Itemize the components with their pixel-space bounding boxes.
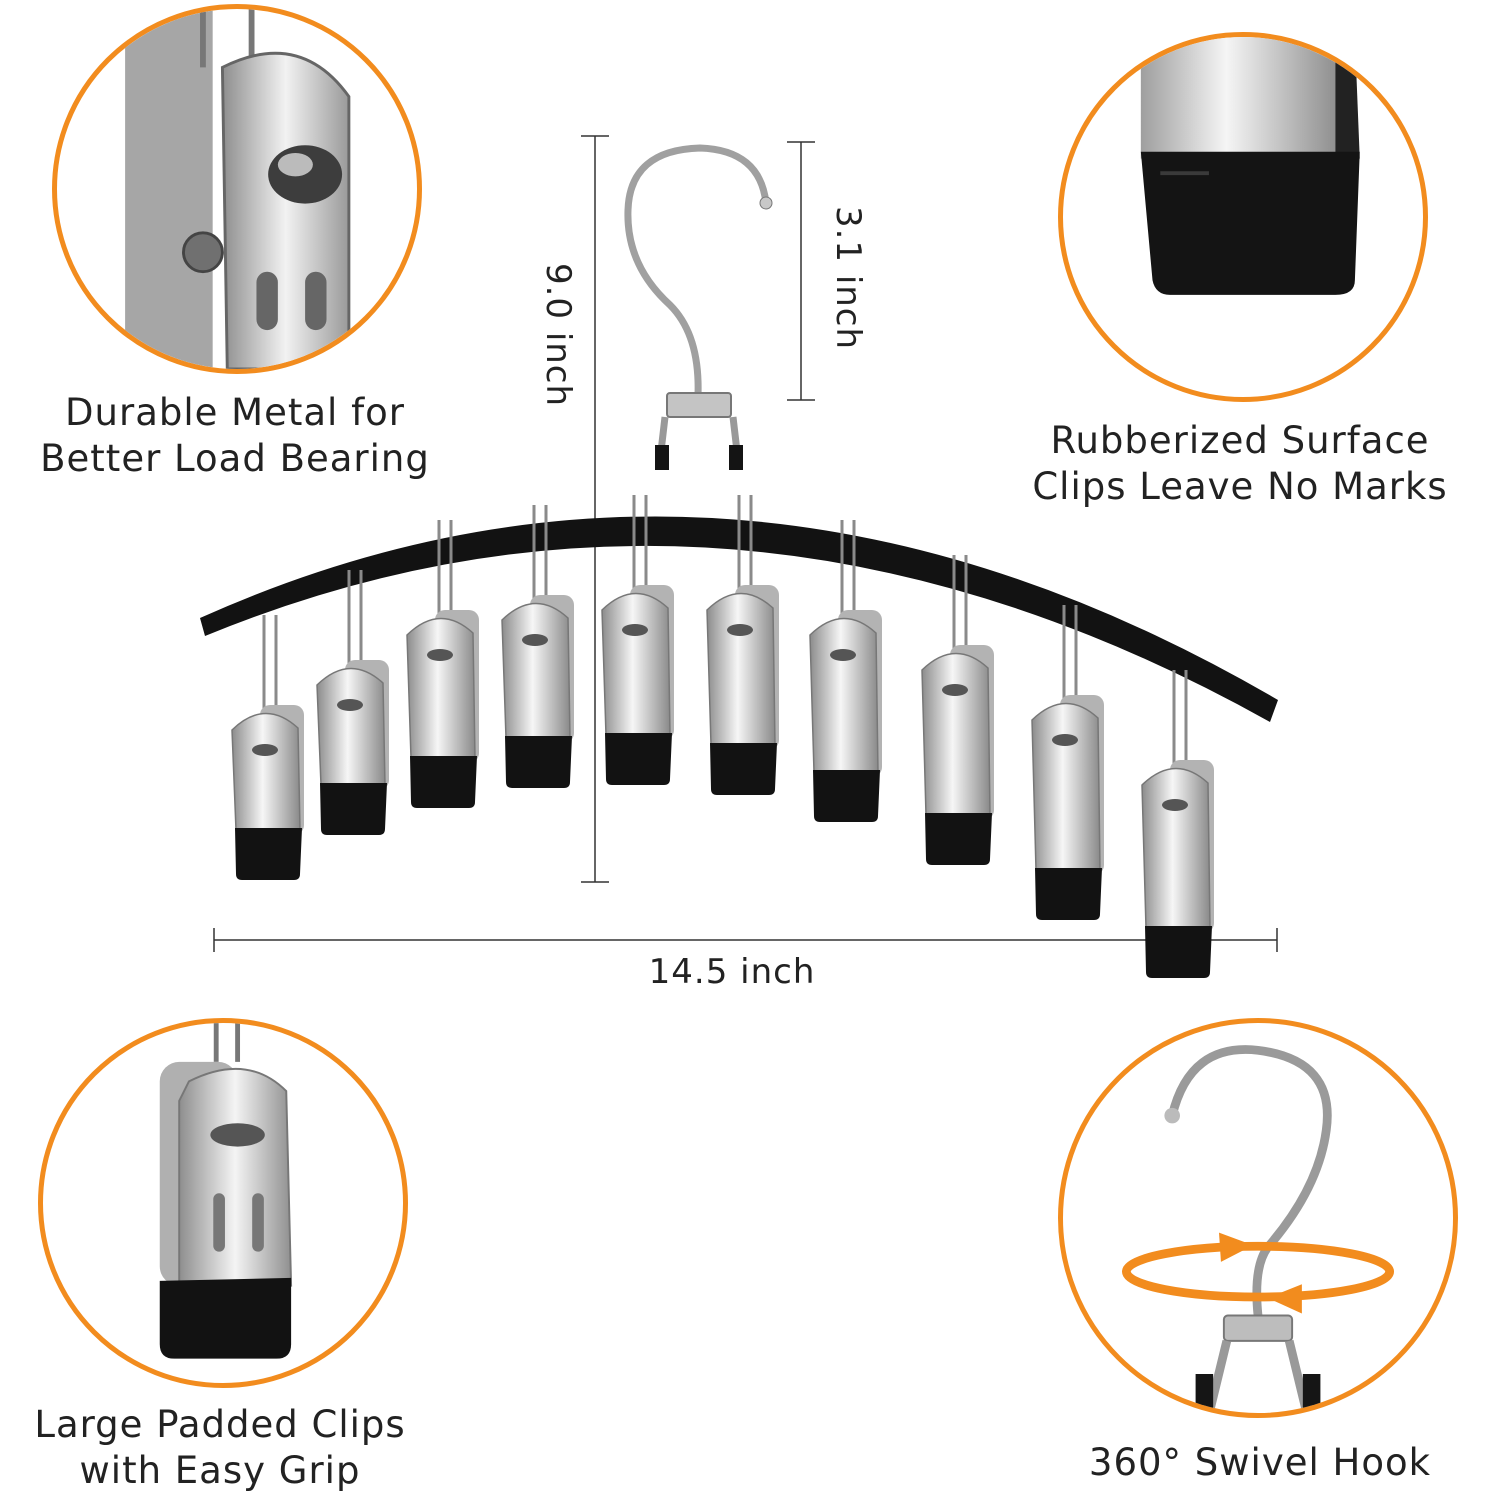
clip-9 <box>1031 605 1104 920</box>
rubber-caption-line1: Rubberized Surface <box>1050 419 1430 462</box>
clip-group <box>231 495 1214 978</box>
clip-7 <box>809 520 882 822</box>
metal-caption-line1: Durable Metal for <box>65 391 405 434</box>
metal-caption-line2: Better Load Bearing <box>40 437 430 480</box>
width-dimension-line <box>213 928 1278 952</box>
metal-clip-circle <box>52 4 422 374</box>
swivel-hook-circle <box>1058 1018 1458 1418</box>
height-label: 9.0 inch <box>538 262 578 408</box>
swivel-caption-line1: 360° Swivel Hook <box>1088 1441 1432 1484</box>
rubber-tip-icon <box>1140 37 1360 295</box>
hanger-hook <box>624 144 773 470</box>
clip-1 <box>231 615 304 880</box>
clip-3 <box>406 520 479 808</box>
swivel-caption: 360° Swivel Hook <box>1040 1440 1480 1486</box>
hook-dimension-line <box>787 141 815 401</box>
rubber-tip-circle <box>1058 32 1428 402</box>
hanger-frame <box>200 516 1278 722</box>
width-label: 14.5 inch <box>648 952 816 992</box>
padded-clip-circle <box>38 1018 408 1388</box>
hanger-illustration <box>200 135 1278 978</box>
clip-10 <box>1141 670 1214 978</box>
rubber-caption-line2: Clips Leave No Marks <box>1032 465 1448 508</box>
clip-2 <box>316 570 389 835</box>
padded-caption-line2: with Easy Grip <box>79 1449 361 1492</box>
rotation-arrows-icon <box>1121 1232 1395 1314</box>
clip-4 <box>501 505 574 788</box>
rubber-caption: Rubberized Surface Clips Leave No Marks <box>1020 418 1460 510</box>
padded-caption-line1: Large Padded Clips <box>34 1403 406 1446</box>
clip-6 <box>706 495 779 795</box>
height-dimension-line <box>581 135 609 883</box>
swivel-hook-icon <box>1121 1045 1395 1413</box>
clip-8 <box>921 555 994 865</box>
hook-label: 3.1 inch <box>828 205 868 351</box>
padded-clip-icon <box>159 1023 293 1359</box>
clip-5 <box>601 495 674 785</box>
clip-closeup-icon <box>125 9 351 369</box>
metal-caption: Durable Metal for Better Load Bearing <box>20 390 450 482</box>
padded-caption: Large Padded Clips with Easy Grip <box>10 1402 430 1494</box>
